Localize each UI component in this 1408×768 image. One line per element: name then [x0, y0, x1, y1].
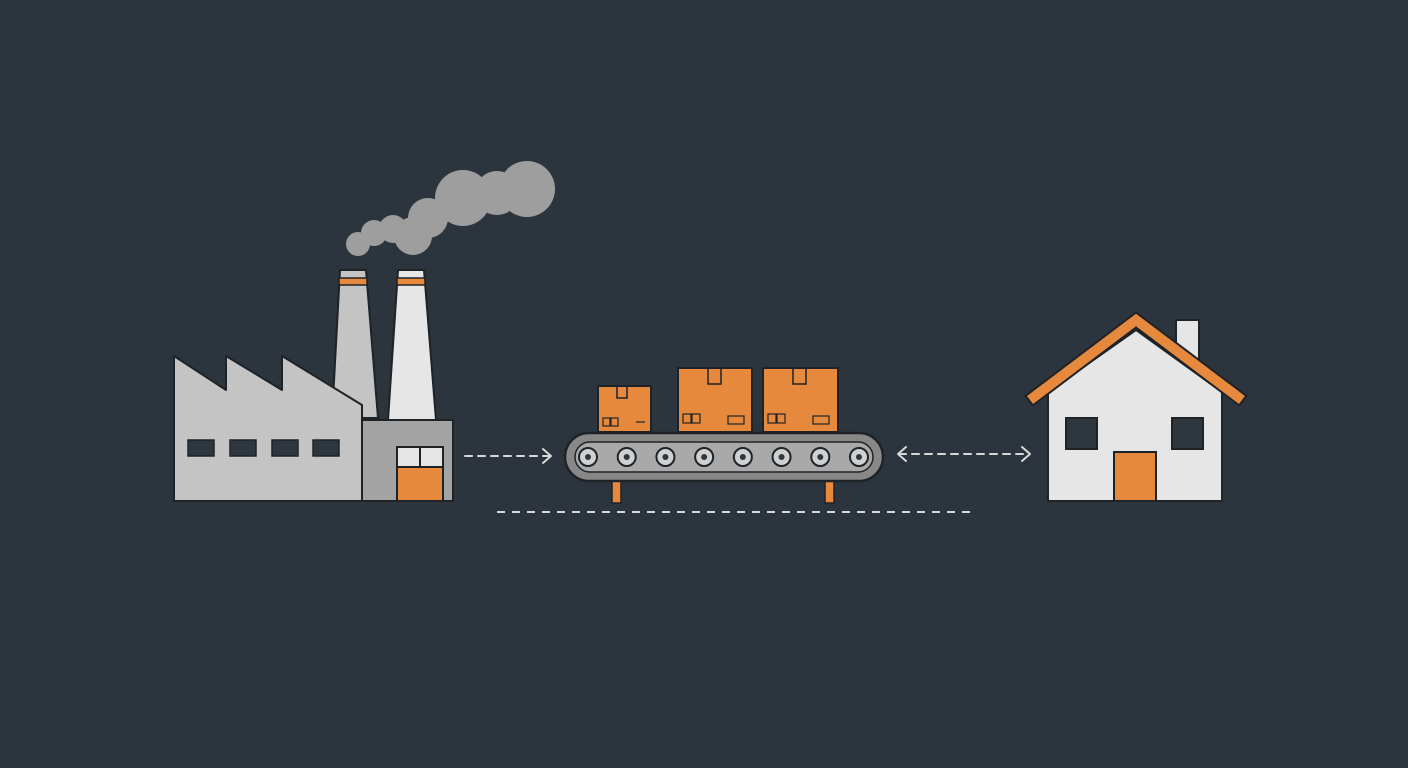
- conveyor-roller-axle: [701, 454, 708, 460]
- house-icon: [1024, 311, 1248, 502]
- house-door: [1113, 451, 1157, 502]
- house-window-right: [1171, 417, 1204, 450]
- conveyor-roller-axle: [856, 454, 862, 460]
- factory-windows: [187, 439, 340, 457]
- conveyor-roller-axle: [662, 454, 669, 460]
- conveyor-rollers: [578, 447, 869, 467]
- box-small: [597, 385, 652, 433]
- arrow-right-icon: [464, 448, 552, 464]
- conveyor-belt-inner: [574, 441, 874, 473]
- conveyor-roller-axle: [585, 454, 591, 460]
- conveyor-leg-right: [824, 479, 835, 504]
- box-medium-1: [677, 367, 753, 433]
- package-box-icon: [597, 367, 839, 433]
- house-window-left: [1065, 417, 1098, 450]
- conveyor-belt-icon: [563, 431, 885, 504]
- factory-door: [396, 466, 444, 502]
- conveyor-roller-axle: [739, 454, 746, 460]
- conveyor-roller-axle: [623, 454, 630, 460]
- factory-annex-window: [396, 446, 444, 468]
- chimney-left: [331, 269, 379, 419]
- house-wall: [1047, 329, 1223, 502]
- factory-icon: [173, 269, 454, 502]
- smoke-icon: [346, 161, 555, 256]
- chimney-right: [387, 269, 437, 421]
- conveyor-roller-axle: [778, 454, 785, 460]
- factory-main-hall: [173, 355, 363, 502]
- box-medium-2: [762, 367, 839, 433]
- conveyor-roller-axle: [817, 454, 824, 460]
- conveyor-leg-left: [611, 479, 622, 504]
- arrow-left-right-icon: [897, 446, 1031, 462]
